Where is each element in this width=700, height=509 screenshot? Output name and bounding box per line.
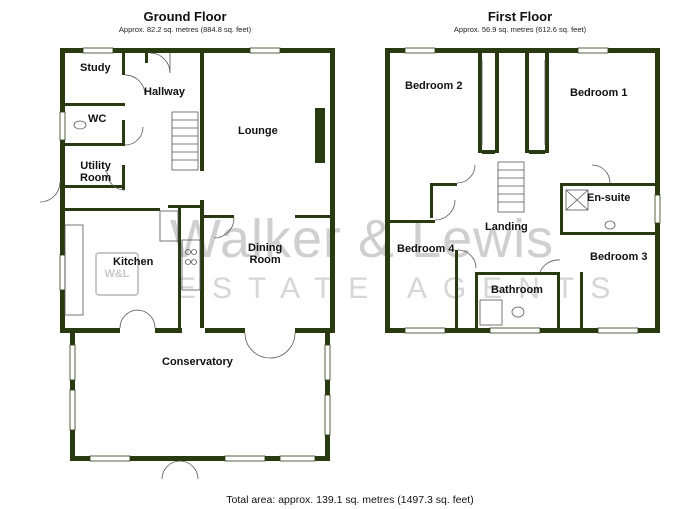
ground-floor-title: Ground Floor: [143, 9, 227, 24]
room-kitchen: Kitchen: [113, 256, 154, 268]
room-dining: Dining Room: [248, 242, 283, 266]
room-lounge: Lounge: [238, 125, 278, 137]
ground-floor-windows: [59, 47, 331, 462]
first-floor-area: Approx. 56.9 sq. metres (612.6 sq. feet): [453, 25, 587, 34]
ground-floor-walls: [60, 48, 335, 461]
room-hallway: Hallway: [144, 86, 185, 98]
first-floor-windows: [404, 47, 661, 334]
room-conservatory: Conservatory: [162, 356, 233, 368]
ground-floor-area: Approx. 82.2 sq. metres (884.8 sq. feet): [118, 25, 252, 34]
room-bathroom: Bathroom: [491, 284, 543, 296]
first-floor-title: First Floor: [487, 9, 553, 24]
room-utility: Utility Room: [80, 160, 112, 184]
room-bedroom-2: Bedroom 2: [405, 80, 463, 92]
room-landing: Landing: [485, 221, 528, 233]
first-floor-fixtures: [434, 60, 616, 326]
total-area: Total area: approx. 139.1 sq. metres (14…: [226, 494, 474, 506]
room-wc: WC: [88, 113, 107, 125]
room-bedroom-4: Bedroom 4: [397, 243, 455, 255]
ground-floor-fixtures: [39, 52, 296, 480]
room-bedroom-1: Bedroom 1: [570, 87, 628, 99]
room-study: Study: [80, 62, 111, 74]
room-bedroom-3: Bedroom 3: [590, 251, 648, 263]
room-en-suite: En-suite: [587, 192, 631, 204]
